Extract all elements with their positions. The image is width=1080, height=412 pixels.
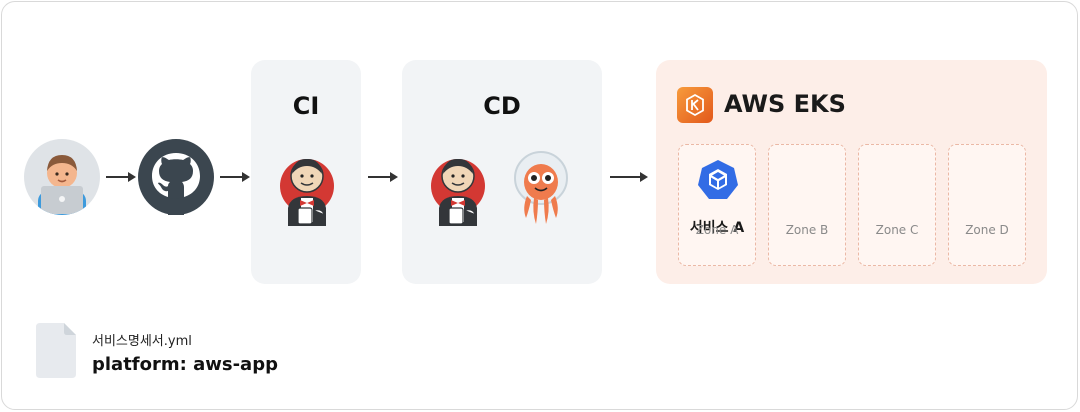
service-a-label: 서비스 A xyxy=(689,220,745,236)
aws-eks-icon xyxy=(677,87,713,123)
zone-d: Zone D xyxy=(948,144,1026,266)
github-icon xyxy=(138,139,214,215)
ci-title: CI xyxy=(292,92,320,120)
zone-c: Zone C xyxy=(858,144,936,266)
jenkins-icon xyxy=(431,158,485,226)
eks-cluster-panel: AWS EKS 서비스 A Zone A Zone B Zone C Zone … xyxy=(656,60,1047,284)
jenkins-icon xyxy=(280,158,334,226)
kubernetes-pod-icon xyxy=(698,160,738,199)
eks-title: AWS EKS xyxy=(724,90,846,118)
zone-b: Zone B xyxy=(768,144,846,266)
zone-label: Zone B xyxy=(785,223,829,237)
arrow-cd-to-eks xyxy=(610,172,648,182)
arrow-github-to-ci xyxy=(220,172,250,182)
zone-label: Zone C xyxy=(875,223,919,237)
file-icon xyxy=(36,323,76,378)
cd-panel: CD xyxy=(402,60,602,284)
manifest-filename: 서비스명세서.yml xyxy=(92,334,192,349)
arrow-ci-to-cd xyxy=(368,172,398,182)
cd-title: CD xyxy=(483,92,521,120)
zone-label: Zone A xyxy=(695,223,739,237)
manifest-platform: platform: aws-app xyxy=(92,354,278,375)
ci-panel: CI xyxy=(251,60,361,284)
developer-avatar-icon xyxy=(24,139,100,215)
argocd-icon xyxy=(514,151,568,224)
zone-a: 서비스 A Zone A xyxy=(678,144,756,266)
arrow-developer-to-github xyxy=(106,172,136,182)
zone-label: Zone D xyxy=(965,223,1009,237)
